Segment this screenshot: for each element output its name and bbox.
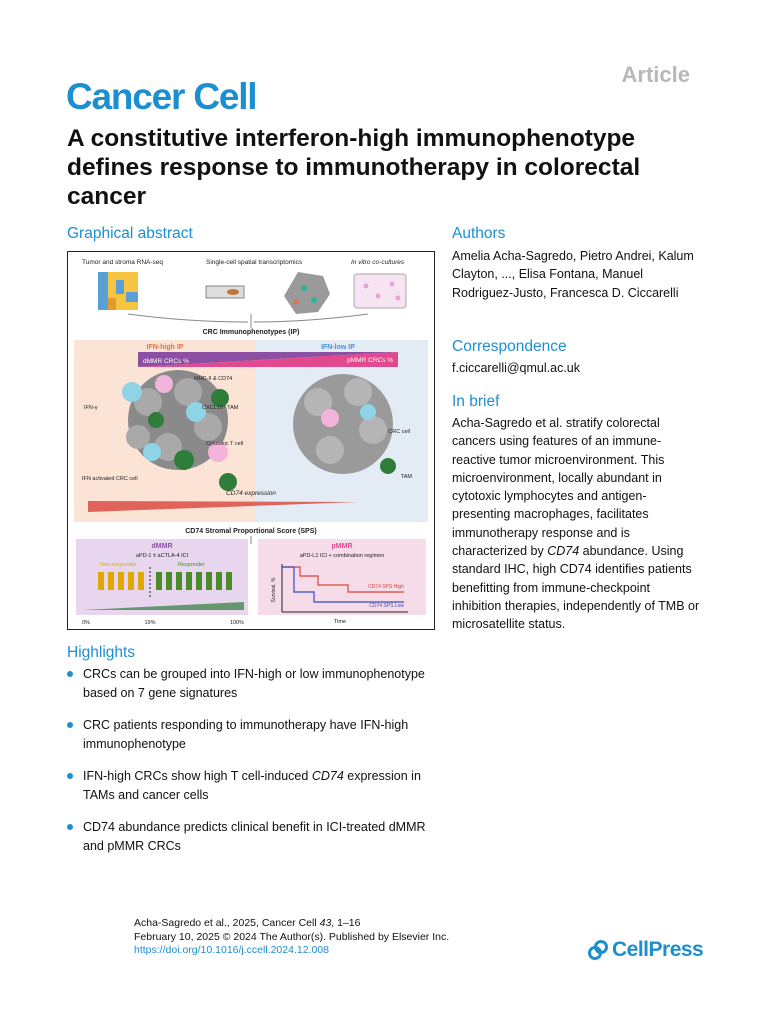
ga-label-rnaseq: Tumor and stroma RNA-seq <box>82 259 163 266</box>
copyright-line: February 10, 2025 © 2024 The Author(s). … <box>134 930 450 943</box>
ga-crc-cell-label: CRC cell <box>388 429 410 435</box>
ga-dmmr-title: dMMR <box>152 543 173 550</box>
citation-footer: Acha-Sagredo et al., 2025, Cancer Cell 4… <box>134 917 449 958</box>
ga-pmmr-title: pMMR <box>332 543 353 550</box>
ga-heatmap-icon <box>98 272 138 310</box>
paper-title: A constitutive interferon-high immunophe… <box>67 125 641 210</box>
ga-label-spatial: Single-cell spatial transcriptomics <box>206 259 303 266</box>
graphical-abstract-figure: Tumor and stroma RNA-seq Single-cell spa… <box>67 251 435 630</box>
correspondence-email[interactable]: f.ciccarelli@qmul.ac.uk <box>452 361 581 375</box>
article-type-label: Article <box>621 62 690 87</box>
ga-sps-low: CD74 SPS Low <box>369 603 404 609</box>
journal-title: Cancer Cell <box>66 76 258 117</box>
in-brief-text: Acha-Sagredo et al. stratify colorectal … <box>452 416 700 632</box>
ga-axis-19: 19% <box>144 620 155 626</box>
ga-slide-icon <box>205 272 330 314</box>
ga-axis-0: 0% <box>82 620 90 626</box>
highlights-heading: Highlights <box>67 644 136 661</box>
ga-dmmr-treatment: aPD-1 ± aCTLA-4 ICI <box>136 553 189 559</box>
ga-cytotoxic-label: Cytotoxic T cell <box>206 441 243 447</box>
bullet-icon <box>67 671 73 677</box>
authors-list: Amelia Acha-Sagredo, Pietro Andrei, Kalu… <box>452 249 694 300</box>
highlight-item: IFN-high CRCs show high T cell-induced C… <box>67 767 427 804</box>
ga-people-icons <box>98 567 232 597</box>
ga-cxcl10-label: CXCL10⁺ TAM <box>202 404 239 411</box>
highlight-item: CRC patients responding to immunotherapy… <box>67 716 427 753</box>
ga-pmmr-treatment: aPD-L1 ICI + combination regimen <box>300 553 385 559</box>
authors-heading: Authors <box>452 225 506 242</box>
ga-cd74-label: CD74 expression <box>226 490 276 497</box>
ga-dmmr-pct: dMMR CRCs % <box>143 358 189 365</box>
ga-mhc-label: MHC-II & CD74 <box>194 376 232 382</box>
ga-time-axis: Time <box>334 619 346 625</box>
graphical-abstract-heading: Graphical abstract <box>67 225 193 242</box>
ga-survival-axis: Survival, % <box>271 577 277 603</box>
ga-label-invitro: In vitro co-cultures <box>351 259 405 266</box>
bullet-icon <box>67 722 73 728</box>
ga-sps-title: CD74 Stromal Proportional Score (SPS) <box>185 528 316 535</box>
in-brief-heading: In brief <box>452 393 500 410</box>
ga-tam-label: TAM <box>401 474 413 480</box>
ga-ip-title: CRC Immunophenotypes (IP) <box>203 329 300 336</box>
highlights-list: CRCs can be grouped into IFN-high or low… <box>67 665 427 869</box>
ga-ifn-activated-label: IFN activated CRC cell <box>82 476 138 482</box>
highlight-item: CD74 abundance predicts clinical benefit… <box>67 818 427 855</box>
cellpress-logo-icon <box>588 940 608 960</box>
ga-dish-icon <box>353 273 407 309</box>
cellpress-logo-text: CellPress <box>612 938 704 961</box>
correspondence-heading: Correspondence <box>452 338 567 355</box>
ga-ifn-low-tumor <box>293 374 396 474</box>
ga-ifn-high: IFN-high IP <box>147 344 184 351</box>
ga-ifng-label: IFN-γ <box>84 405 98 411</box>
ga-responder: Responder <box>178 562 205 568</box>
ga-ifn-low: IFN-low IP <box>321 344 355 351</box>
ga-ifn-high-tumor <box>122 370 237 491</box>
ga-axis-100: 100% <box>230 620 244 626</box>
bullet-icon <box>67 824 73 830</box>
doi-link[interactable]: https://doi.org/10.1016/j.ccell.2024.12.… <box>134 944 329 956</box>
highlight-item: CRCs can be grouped into IFN-high or low… <box>67 665 427 702</box>
ga-sps-high: CD74 SPS High <box>368 584 404 590</box>
citation-line: Acha-Sagredo et al., 2025, Cancer Cell 4… <box>134 917 361 929</box>
bullet-icon <box>67 773 73 779</box>
ga-non-responder: Non-responder <box>100 562 137 568</box>
ga-pmmr-pct: pMMR CRCs % <box>347 357 393 364</box>
